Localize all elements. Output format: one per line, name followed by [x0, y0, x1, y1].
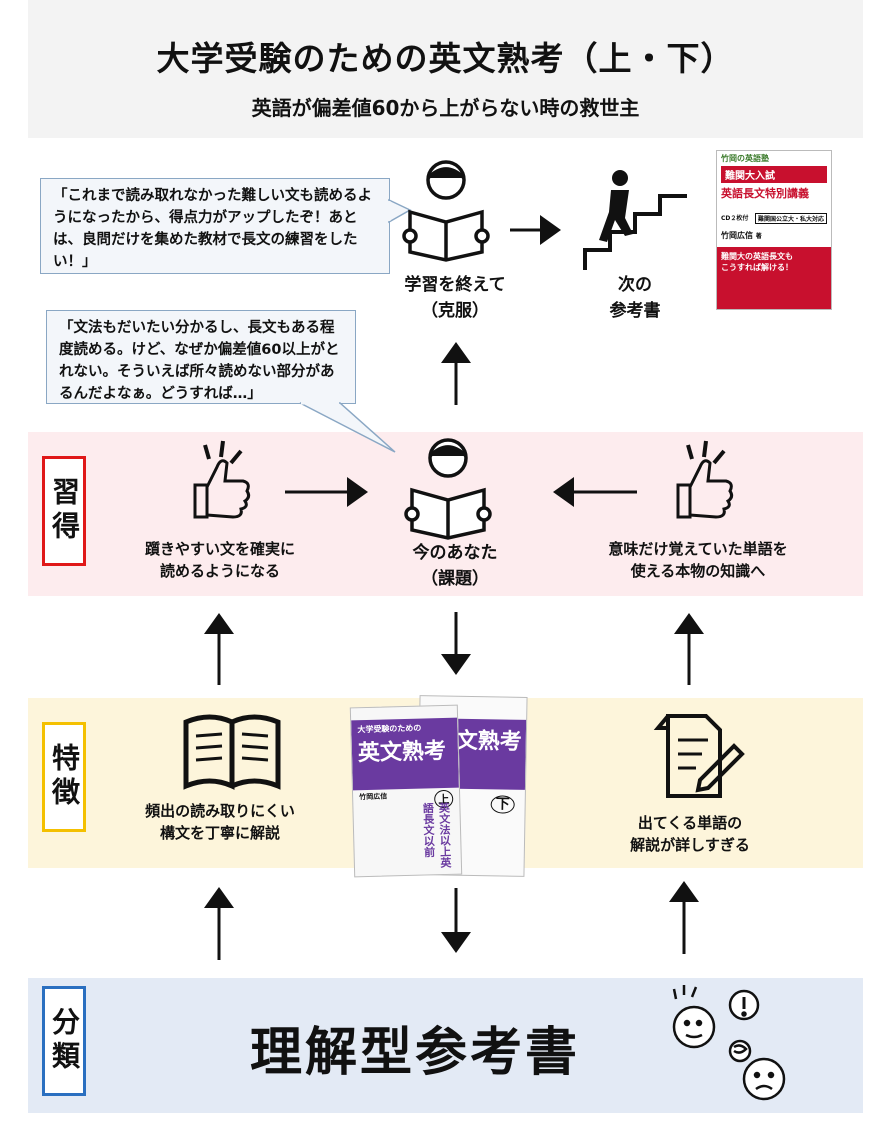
next-book-promo2: こうすれば解ける！ [721, 263, 793, 272]
next-book-title1: 難関大入試 [721, 166, 827, 183]
main-book-author: 竹岡広信 [359, 792, 388, 802]
features-left-text: 頻出の読み取りにくい 構文を丁寧に解説 [115, 800, 325, 844]
reader-icon-center [404, 438, 492, 540]
next-book-title2: 英語長文特別講義 [721, 187, 809, 200]
next-book-promo1: 難関大の英語長文も [721, 252, 793, 261]
reader-icon-top [402, 160, 490, 262]
acquire-left-line2: 読めるようになる [159, 562, 280, 580]
features-right-line1: 出てくる単語の [637, 814, 743, 832]
acquire-left-text: 躓きやすい文を確実に 読めるようになる [110, 538, 330, 582]
next-label-line1: 次の [618, 275, 652, 295]
features-left-line1: 頻出の読み取りにくい [145, 802, 295, 820]
next-book-tag: 難関国公立大・私大対応 [754, 213, 827, 224]
thumbs-up-icon-right [676, 440, 734, 519]
next-label-line2: 参考書 [609, 301, 661, 321]
main-book-spine-text: 英文法以上英語長文以前 [421, 801, 453, 869]
speech-bubble-now: 「文法もだいたい分かるし、長文もある程度読める。けど、なぜか偏差値60以上がとれ… [46, 310, 356, 404]
next-book-promo: 難関大の英語長文も こうすれば解ける！ [717, 247, 831, 309]
open-book-icon [183, 714, 281, 790]
features-right-line2: 解説が詳しすぎる [630, 836, 750, 854]
next-book-cover: 竹岡の英語塾 難関大入試 英語長文特別講義 CD２枚付 難関国公立大・私大対応 … [716, 150, 832, 310]
next-book-badge: 竹岡の英語塾 [721, 154, 769, 163]
stairs-climber-icon [583, 170, 687, 270]
page-subtitle: 英語が偏差値60から上がらない時の救世主 [251, 96, 640, 120]
category-text: 理解型参考書 [250, 1023, 581, 1083]
acquire-left-line1: 躓きやすい文を確実に [144, 540, 295, 558]
next-book-label: 次の 参考書 [570, 272, 700, 324]
page-title: 大学受験のための英文熟考（上・下） [156, 39, 735, 78]
features-left-line2: 構文を丁寧に解説 [159, 824, 280, 842]
main-book-upper-title-band: 大学受験のための 英文熟考 [351, 717, 459, 791]
acquire-center-line1: 今のあなた [412, 543, 498, 563]
acquire-center-text: 今のあなた （課題） [370, 540, 540, 592]
speech-bubble-after: 「これまで読み取れなかった難しい文も読めるようになったから、得点力がアップしたぞ… [40, 178, 390, 274]
features-right-text: 出てくる単語の 解説が詳しすぎる [590, 812, 790, 856]
acquire-right-line1: 意味だけ覚えていた単語を [608, 540, 788, 558]
finish-label-line1: 学習を終えて [404, 275, 506, 295]
acquire-right-text: 意味だけ覚えていた単語を 使える本物の知識へ [578, 538, 818, 582]
finish-label-line2: （克服） [421, 301, 489, 321]
features-label: 特徴 [42, 722, 86, 832]
main-book-upper-title: 英文熟考 [357, 738, 447, 767]
acquire-center-line2: （課題） [421, 569, 489, 589]
category-band [28, 978, 863, 1113]
bubble-tail-now [299, 402, 396, 453]
thumbs-up-icon-left [193, 440, 251, 519]
bubble-tail-after [388, 198, 412, 224]
acquire-right-line2: 使える本物の知識へ [630, 562, 766, 580]
next-book-author: 竹岡広信 [721, 231, 753, 240]
header-background [28, 0, 863, 138]
finish-label: 学習を終えて （克服） [370, 272, 540, 324]
next-book-cd: CD２枚付 [721, 215, 749, 222]
main-book-vol-down: 下 [490, 795, 515, 814]
thinking-faces-icon [672, 985, 786, 1101]
category-label: 分類 [42, 986, 86, 1096]
main-book-cover-upper: 大学受験のための 英文熟考 竹岡広信 上 英文法以上英語長文以前 [349, 704, 463, 878]
acquire-label: 習得 [42, 456, 86, 566]
document-pen-icon [653, 714, 745, 798]
next-book-author-suffix: 著 [755, 233, 762, 240]
